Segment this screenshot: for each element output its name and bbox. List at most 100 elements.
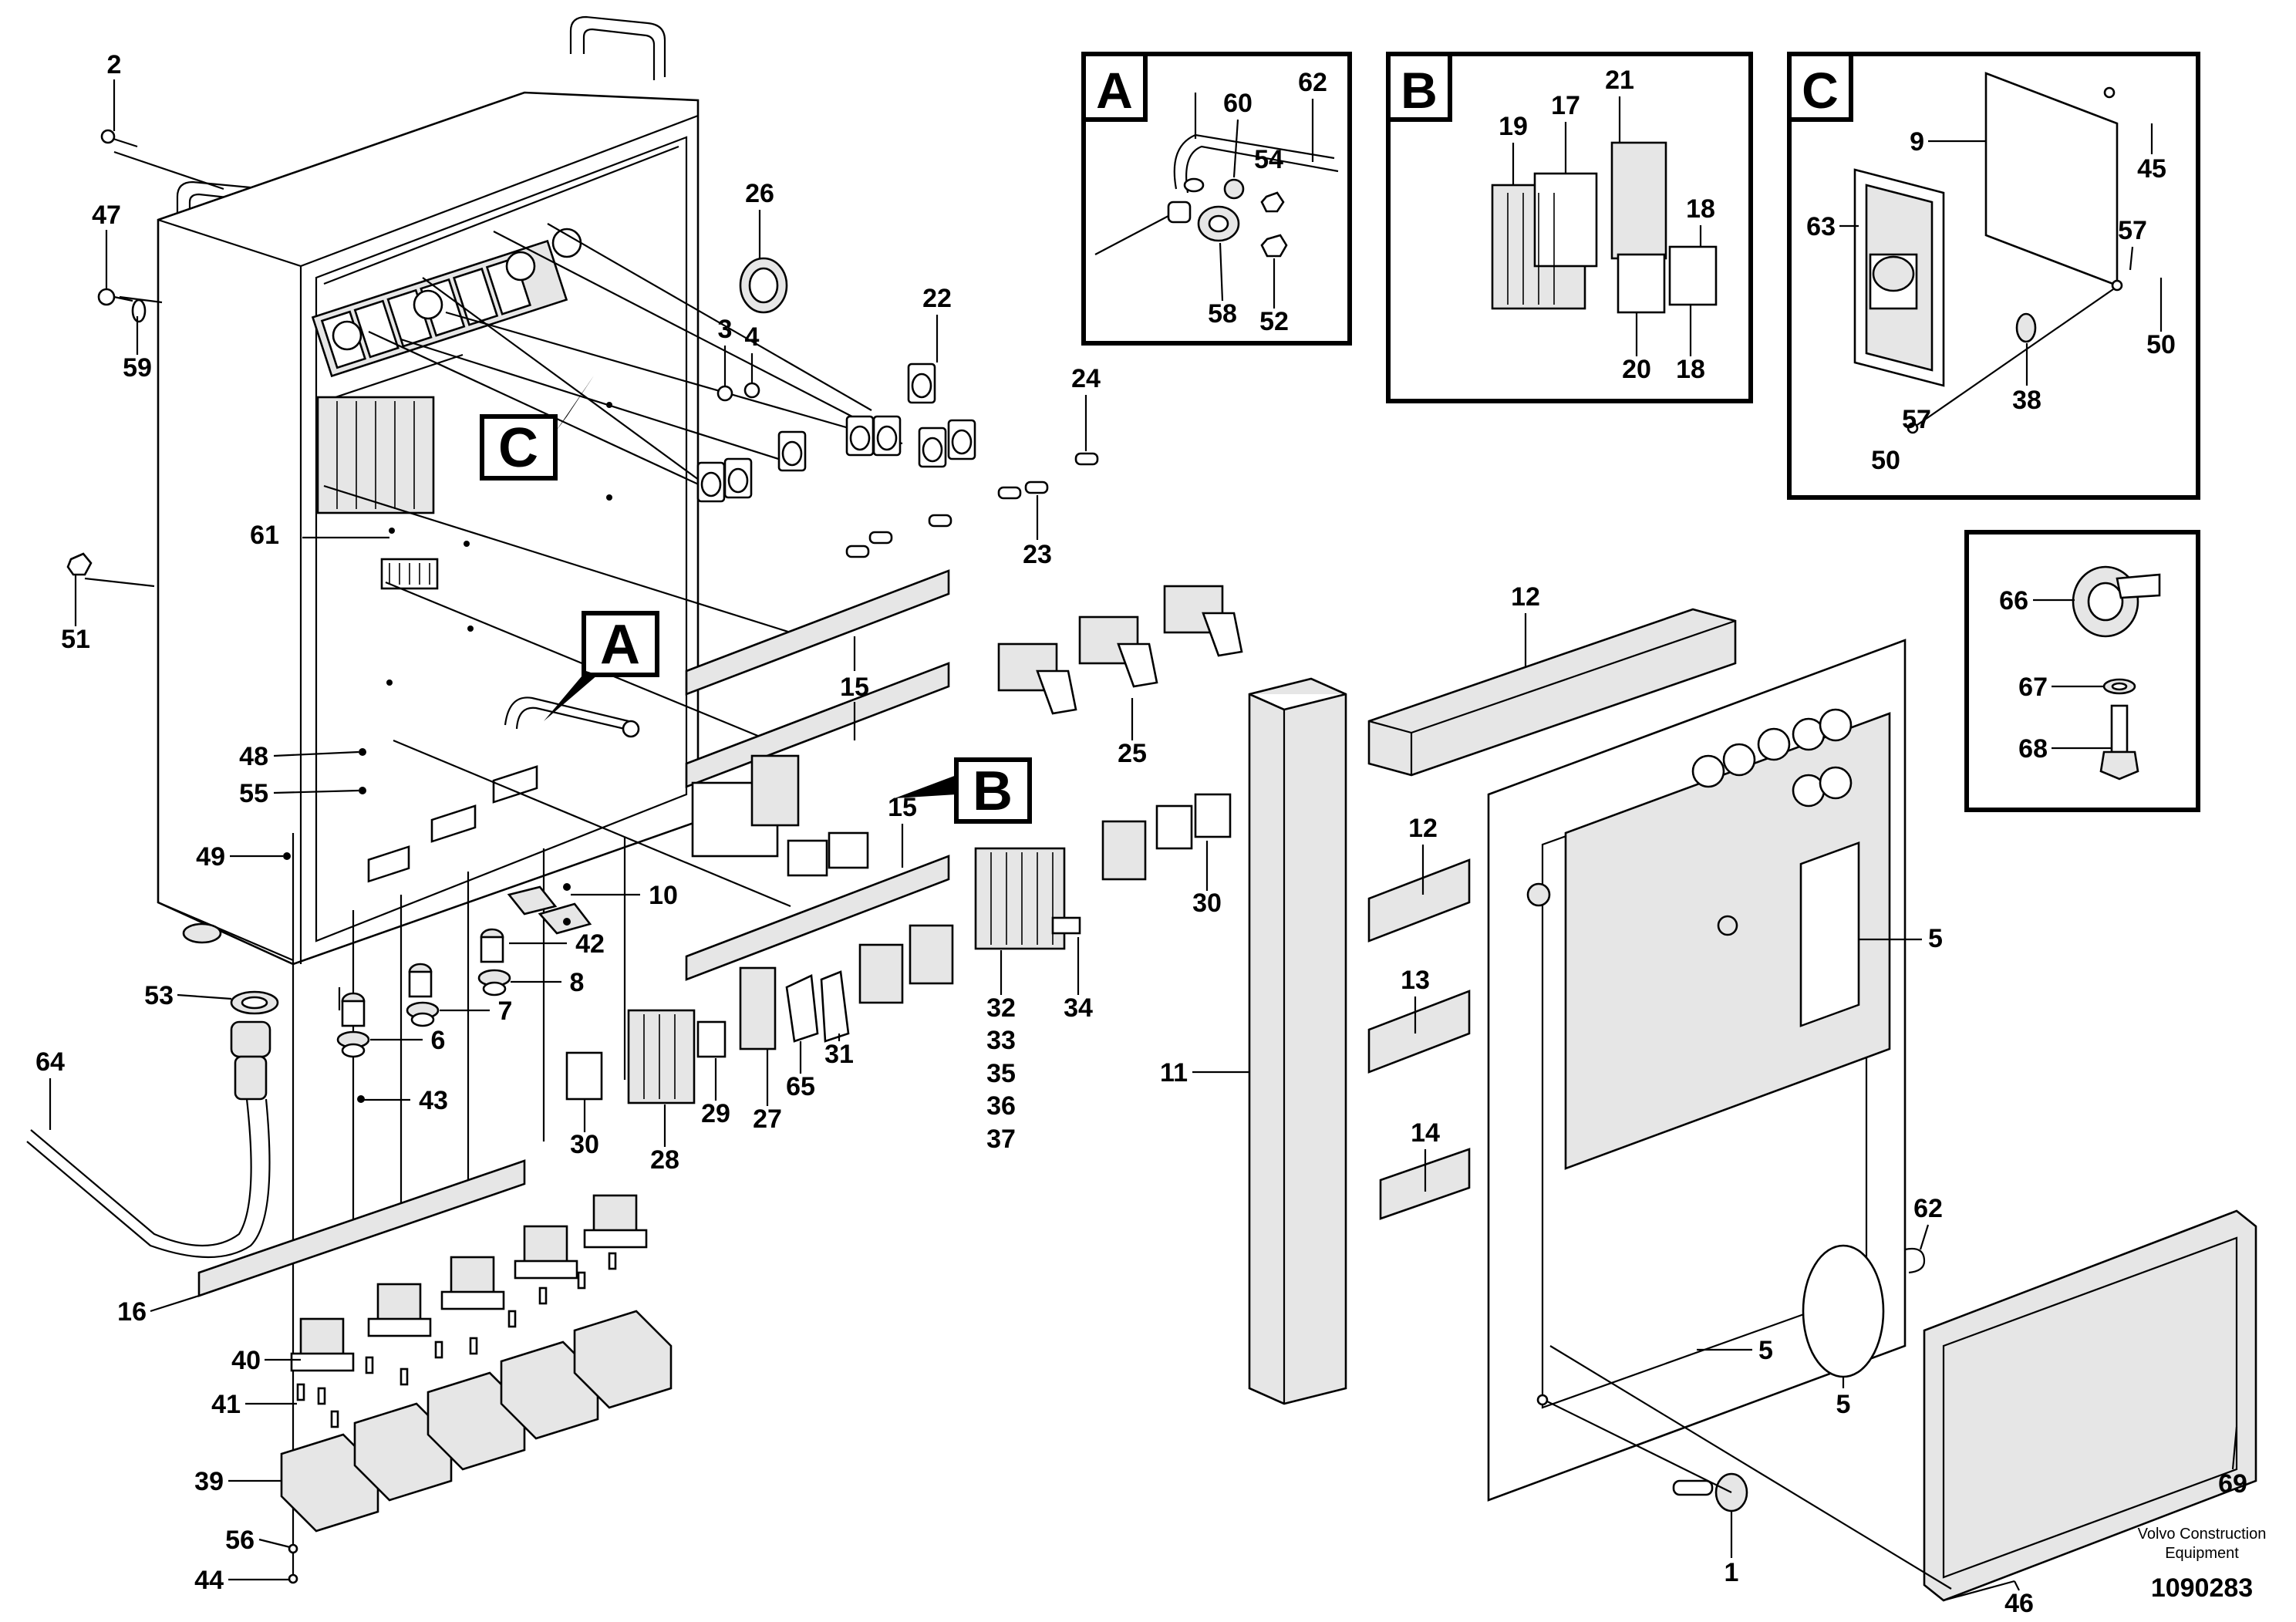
svg-text:C: C: [1802, 62, 1839, 119]
callout-59: 59: [123, 353, 152, 383]
inset-c-callout-9: 9: [1910, 127, 1924, 157]
inset-c-callout-63: 63: [1806, 212, 1836, 241]
callout-14: 14: [1411, 1118, 1440, 1148]
callout-5b: 5: [1758, 1336, 1773, 1365]
inset-d-callout-67: 67: [2018, 673, 2048, 702]
callout-8: 8: [570, 968, 585, 997]
inset-a-callout-52: 52: [1259, 307, 1289, 336]
callout-56: 56: [225, 1526, 255, 1555]
callout-11: 11: [1160, 1058, 1188, 1088]
inset-b-callout-18b: 18: [1676, 355, 1705, 384]
callout-69: 69: [2218, 1469, 2247, 1499]
leader-lines: [84, 150, 903, 1581]
brand-line-1: Volvo Construction: [2138, 1526, 2267, 1543]
callout-15c: 15: [888, 793, 917, 822]
callout-12a: 12: [1511, 582, 1540, 612]
inset-a-callout-58: 58: [1208, 299, 1237, 329]
inset-b-callout-21: 21: [1605, 66, 1634, 95]
callout-32: 32: [986, 993, 1016, 1023]
detail-marker-B: B: [895, 757, 1032, 824]
inset-c-callout-57a: 57: [2118, 216, 2147, 245]
callout-26: 26: [745, 179, 774, 208]
inset-c-labels: 9 45 63 57 50 57 38 50: [1806, 123, 2176, 475]
inset-d: [1964, 530, 2200, 812]
callout-12b: 12: [1408, 814, 1438, 843]
callout-64: 64: [35, 1047, 65, 1077]
svg-text:A: A: [600, 614, 640, 676]
callout-62-panel: 62: [1913, 1194, 1943, 1223]
callout-55: 55: [239, 779, 268, 808]
inset-b-callout-17: 17: [1551, 91, 1580, 120]
inset-b-callout-18a: 18: [1686, 194, 1715, 224]
callout-15a: 15: [840, 673, 869, 702]
inset-b: B: [1386, 52, 1753, 403]
callout-33: 33: [986, 1026, 1016, 1055]
inset-b-labels: 19 17 21 18 20 18: [1499, 66, 1715, 384]
callout-31: 31: [824, 1040, 854, 1069]
inset-a-labels: 60 62 54 58 52: [1208, 68, 1327, 336]
callout-25: 25: [1118, 739, 1147, 768]
callout-40: 40: [231, 1346, 261, 1375]
callout-5c: 5: [1836, 1390, 1851, 1419]
callout-42: 42: [575, 929, 605, 959]
callout-51: 51: [61, 625, 90, 654]
callout-24: 24: [1071, 364, 1101, 393]
inset-c: C: [1787, 52, 2200, 500]
callout-3: 3: [718, 315, 733, 344]
callout-5a: 5: [1928, 924, 1943, 953]
small-parts: [26, 129, 1243, 1584]
inset-a-callout-62: 62: [1298, 68, 1327, 97]
callout-44: 44: [194, 1566, 224, 1595]
inset-d-labels: 66 67 68: [1999, 586, 2112, 764]
callout-47: 47: [92, 201, 121, 230]
callout-10: 10: [649, 881, 678, 910]
inset-c-callout-38: 38: [2012, 386, 2041, 415]
callout-39: 39: [194, 1467, 224, 1496]
cabinet-illustration: [157, 15, 700, 966]
inset-a-callout-60: 60: [1223, 89, 1253, 118]
callout-43: 43: [419, 1086, 448, 1115]
callout-36: 36: [986, 1091, 1016, 1121]
inset-c-callout-45: 45: [2137, 154, 2166, 184]
callout-34: 34: [1064, 993, 1093, 1023]
svg-text:A: A: [1096, 62, 1133, 119]
detail-marker-C: C: [480, 376, 594, 481]
callout-29: 29: [701, 1099, 730, 1128]
callout-46: 46: [2004, 1589, 2034, 1618]
callout-6: 6: [431, 1026, 446, 1055]
svg-text:B: B: [1401, 62, 1438, 119]
callout-61: 61: [250, 521, 279, 550]
callout-labels: 2 47 59 51 61 26 3 4 22 24 23 48 55 49 1…: [35, 50, 2247, 1618]
callout-28: 28: [650, 1145, 679, 1175]
inset-c-callout-50a: 50: [2146, 330, 2176, 359]
svg-text:B: B: [973, 760, 1013, 822]
document-number: 1090283: [2151, 1573, 2253, 1603]
inset-b-callout-19: 19: [1499, 112, 1528, 141]
inset-d-callout-68: 68: [2018, 734, 2048, 764]
callout-41: 41: [211, 1390, 241, 1419]
callout-37: 37: [986, 1125, 1016, 1154]
inset-c-callout-50b: 50: [1871, 446, 1900, 475]
brand-line-2: Equipment: [2165, 1545, 2239, 1562]
right-parts: [1248, 608, 2257, 1602]
detail-marker-A: A: [544, 611, 659, 721]
callout-16: 16: [117, 1297, 147, 1327]
callout-22: 22: [922, 284, 952, 313]
callout-13: 13: [1401, 966, 1430, 995]
callout-30b: 30: [570, 1130, 599, 1159]
callout-2: 2: [107, 50, 122, 79]
callout-49: 49: [196, 842, 225, 872]
callout-1: 1: [1725, 1558, 1739, 1587]
callout-23: 23: [1023, 540, 1052, 569]
footer: Volvo Construction Equipment 1090283: [2138, 1526, 2267, 1603]
inset-b-callout-20: 20: [1622, 355, 1651, 384]
callout-35: 35: [986, 1059, 1016, 1088]
callout-7: 7: [498, 996, 513, 1026]
callout-30a: 30: [1192, 889, 1222, 918]
callout-4: 4: [745, 322, 760, 352]
svg-text:C: C: [498, 417, 538, 479]
inset-a-callout-54: 54: [1254, 145, 1283, 174]
inset-c-callout-57b: 57: [1902, 405, 1931, 434]
callout-48: 48: [239, 742, 268, 771]
